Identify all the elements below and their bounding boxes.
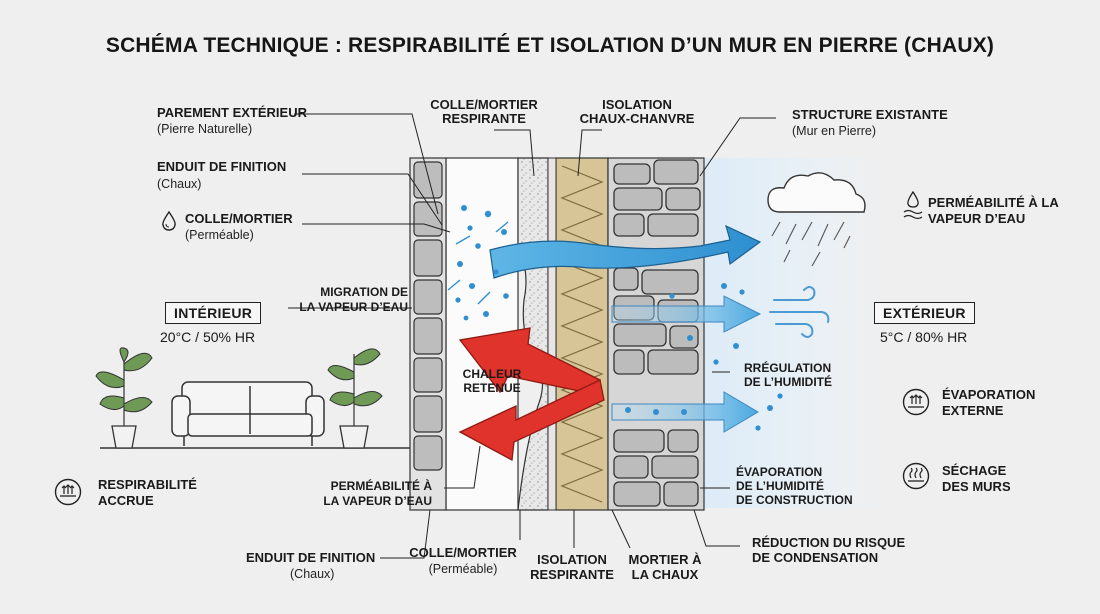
regulation-line1: RRÉGULATION	[744, 361, 832, 375]
parement-sub: (Pierre Naturelle)	[157, 122, 253, 136]
reduction-line2: DE CONDENSATION	[752, 550, 879, 565]
permeabilite-right-line1: PERMÉABILITÉ À LA	[928, 195, 1059, 210]
respirabilite-line1: RESPIRABILITÉ	[98, 477, 197, 492]
enduit-top-sub: (Chaux)	[157, 177, 202, 191]
heat-retained-arrow	[458, 327, 602, 394]
plant-right-icon	[327, 348, 383, 449]
plant-left-icon	[95, 347, 153, 449]
sofa-icon	[171, 381, 325, 446]
regulation-line2: DE L’HUMIDITÉ	[744, 375, 833, 389]
interieur-label: INTÉRIEUR	[165, 302, 262, 324]
wall-drying-icon	[902, 462, 930, 490]
isolation-bottom-line2: RESPIRANTE	[530, 567, 614, 582]
evaporation-icon	[902, 388, 930, 416]
colle-left-title: COLLE/MORTIER	[185, 211, 293, 226]
vapor-dots	[455, 205, 783, 431]
breathability-icon	[54, 478, 82, 506]
evap-externe-line1: ÉVAPORATION	[942, 387, 1036, 402]
colle-left-sub: (Perméable)	[185, 228, 254, 242]
structure-sub: (Mur en Pierre)	[792, 124, 877, 138]
parement-title: PAREMENT EXTÉRIEUR	[157, 105, 307, 120]
chaleur-line2: RETENUE	[463, 381, 521, 395]
regulation-flow-arrow	[611, 295, 762, 333]
exterior-sky	[700, 158, 900, 508]
vapor-flow-arrow	[489, 224, 762, 279]
rain-cloud-icon	[767, 172, 866, 213]
reduction-line1: RÉDUCTION DU RISQUE	[752, 535, 906, 550]
chaleur-line1: CHALEUR	[462, 367, 522, 381]
respirabilite-line2: ACCRUE	[98, 493, 154, 508]
evap-externe-line2: EXTERNE	[942, 403, 1004, 418]
leader-lines	[288, 113, 776, 559]
vapor-permeability-icon	[903, 190, 923, 220]
structure-title: STRUCTURE EXISTANTE	[792, 107, 948, 122]
perm-bottom-line2: LA VAPEUR D’EAU	[323, 494, 432, 508]
colle-bottom-sub: (Perméable)	[428, 562, 498, 576]
evap-construction-line1: ÉVAPORATION	[736, 465, 823, 479]
exterieur-label: EXTÉRIEUR	[874, 302, 975, 324]
isolation-top-line1: ISOLATION	[602, 97, 672, 112]
interieur-temp: 20°C / 50% HR	[160, 329, 256, 345]
page-title: SCHÉMA TECHNIQUE : RESPIRABILITÉ ET ISOL…	[105, 34, 995, 57]
isolation-top-line2: CHAUX-CHANVRE	[579, 111, 695, 126]
colle-bottom-title: COLLE/MORTIER	[409, 545, 517, 560]
exterieur-temp: 5°C / 80% HR	[880, 329, 968, 345]
isolation-bottom-line1: ISOLATION	[537, 552, 607, 567]
enduit-bottom-title: ENDUIT DE FINITION	[246, 550, 376, 565]
mortier-line2: LA CHAUX	[631, 567, 699, 582]
colle-top-line1: COLLE/MORTIER	[430, 97, 538, 112]
water-drop-icon	[162, 210, 176, 231]
insulation-zigzag	[560, 165, 604, 503]
enduit-top-title: ENDUIT DE FINITION	[157, 159, 287, 174]
heat-retained-arrow-lower	[458, 379, 605, 462]
perm-bottom-line1: PERMÉABILITÉ À	[330, 479, 432, 493]
mortier-line1: MORTIER À	[628, 552, 702, 567]
rain-lines	[771, 221, 851, 267]
evap-construction-line3: DE CONSTRUCTION	[736, 493, 853, 507]
migration-line2: LA VAPEUR D’EAU	[299, 300, 408, 314]
inner-stone-blocks	[413, 161, 443, 471]
migration-line1: MIGRATION DE	[320, 285, 408, 299]
vapor-small-arrows	[447, 221, 509, 305]
wind-icon	[769, 286, 830, 338]
evap-construction-line2: DE L’HUMIDITÉ	[736, 479, 825, 493]
sechage-line1: SÉCHAGE	[942, 463, 1007, 478]
permeabilite-right-line2: VAPEUR D’EAU	[928, 211, 1026, 226]
colle-top-line2: RESPIRANTE	[442, 111, 526, 126]
enduit-bottom-sub: (Chaux)	[290, 567, 335, 581]
sechage-line2: DES MURS	[942, 479, 1011, 494]
